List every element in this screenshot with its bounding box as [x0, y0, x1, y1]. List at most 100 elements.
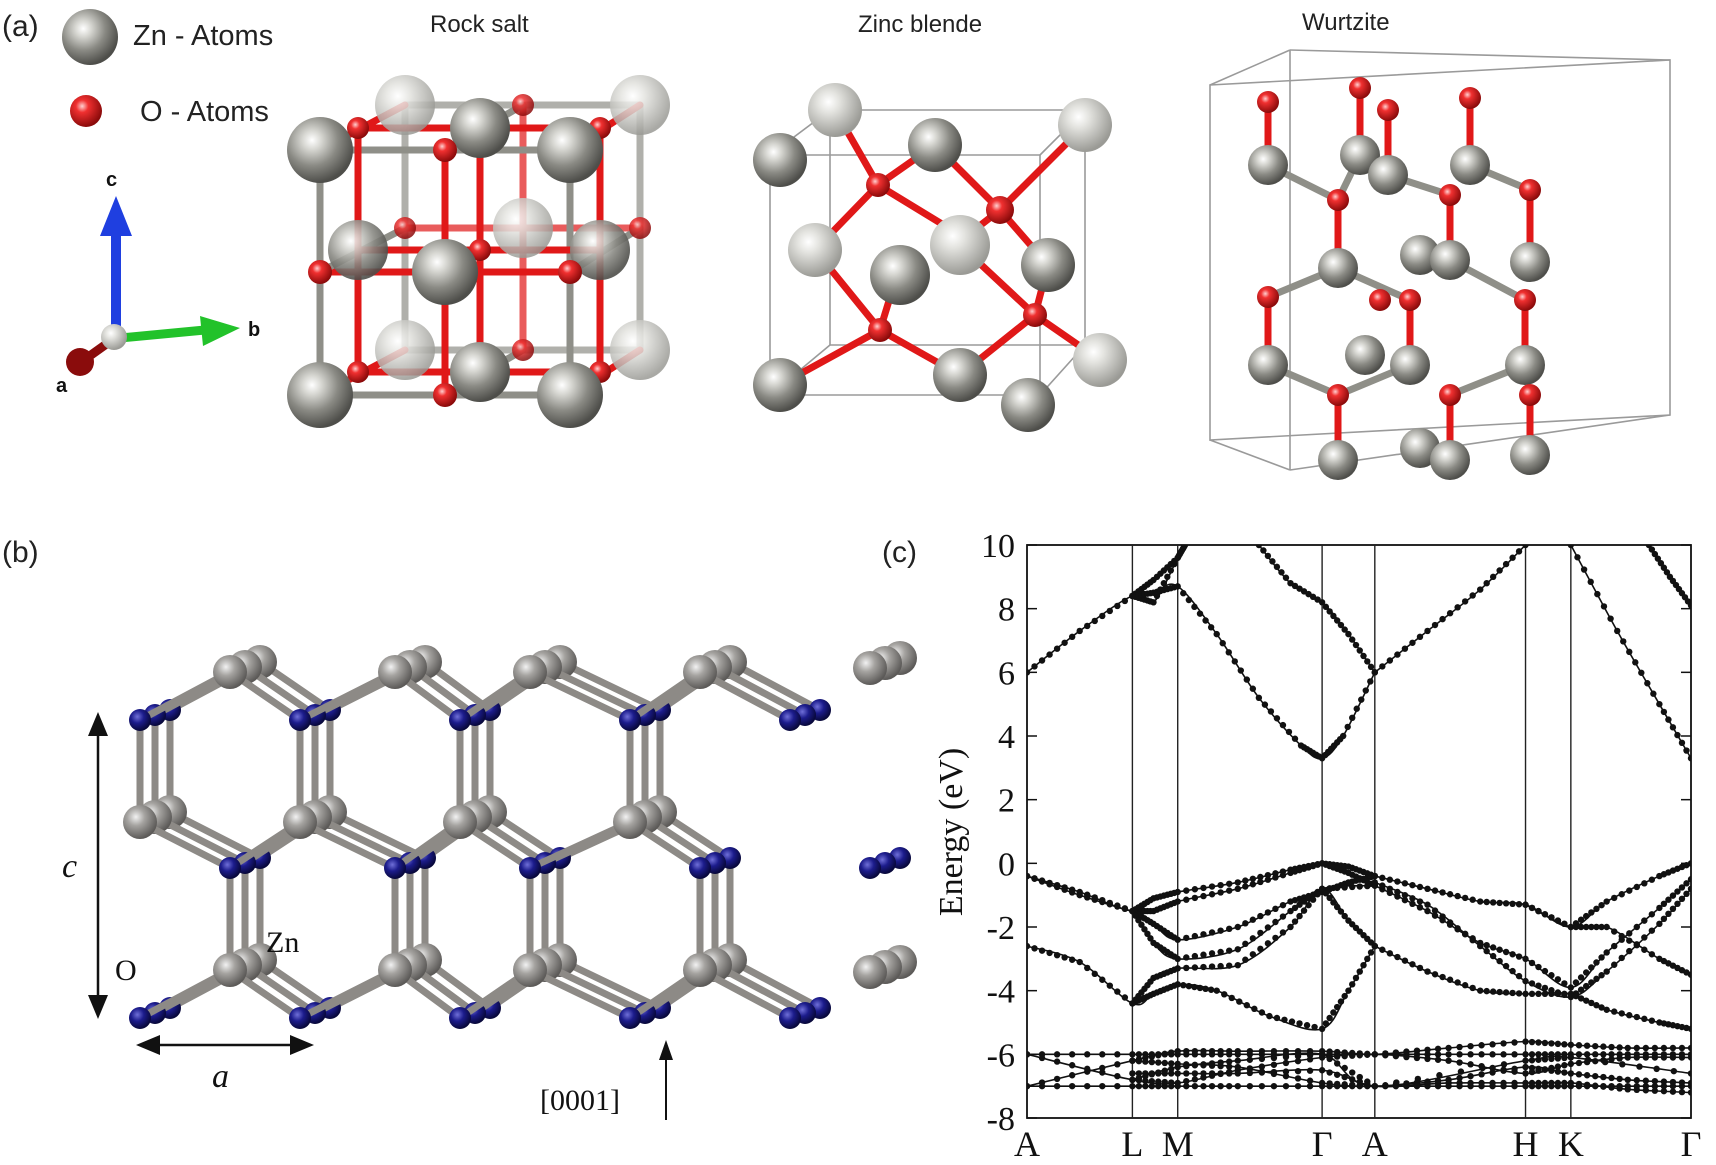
band-point: [1291, 904, 1299, 912]
band-point: [1147, 935, 1154, 942]
band-point: [1577, 995, 1585, 1002]
band-point: [1618, 932, 1625, 940]
band-point: [1027, 942, 1031, 950]
band-point: [1567, 923, 1575, 931]
band-point: [1236, 998, 1243, 1005]
structure-title-wurtzite: Wurtzite: [1302, 9, 1390, 36]
band-point: [1161, 1078, 1168, 1086]
band-point: [1255, 545, 1263, 549]
band-point: [1031, 663, 1038, 670]
band-point: [1651, 1082, 1659, 1090]
band-point: [1031, 875, 1038, 882]
band-point: [1242, 940, 1249, 948]
band-point: [1291, 918, 1299, 925]
band-point: [1548, 1067, 1555, 1074]
band-point: [1148, 1077, 1156, 1085]
x-tick-label: Γ: [1681, 1124, 1702, 1164]
band-point: [1068, 956, 1076, 963]
band-point: [1678, 1079, 1686, 1086]
band-point: [1279, 871, 1287, 879]
band-point: [1500, 1051, 1507, 1058]
band-point: [1454, 604, 1461, 611]
band-point: [1548, 1079, 1555, 1087]
band-point: [1642, 1044, 1650, 1052]
y-tick-label: 6: [998, 655, 1015, 692]
band-point: [1496, 567, 1503, 574]
band-point: [1264, 871, 1272, 879]
zincblende-structure: [753, 83, 1127, 432]
panel-c-label: (c): [882, 536, 917, 569]
band-point: [1356, 1073, 1363, 1081]
band-point: [1600, 603, 1608, 610]
band-point: [1572, 979, 1580, 986]
band-point: [1678, 895, 1686, 903]
band-point: [1509, 967, 1516, 975]
band-point: [1053, 883, 1061, 891]
band-point: [1287, 907, 1294, 915]
band-point: [1185, 982, 1193, 990]
band-point: [1600, 1073, 1607, 1081]
band-point: [1561, 1062, 1568, 1069]
band-point: [1648, 1017, 1656, 1024]
band-point: [1337, 998, 1345, 1005]
band-point: [1394, 893, 1401, 900]
band-point: [1068, 1072, 1076, 1079]
band-point: [1294, 1057, 1302, 1065]
band-point: [1567, 1041, 1575, 1048]
band-point: [1279, 901, 1287, 909]
band-point: [1535, 1065, 1542, 1073]
band-point: [1349, 1081, 1356, 1089]
band-point: [1231, 658, 1238, 665]
band-point: [1257, 878, 1264, 886]
band-point: [1270, 1082, 1278, 1090]
band-point: [1626, 937, 1633, 944]
band-point: [1572, 992, 1580, 1000]
band-point: [1500, 1067, 1507, 1074]
band-point: [1046, 949, 1053, 957]
band-point: [1200, 931, 1207, 938]
band-line: [1132, 1052, 1691, 1087]
y-tick-label: 0: [998, 846, 1015, 883]
band-point: [1121, 597, 1129, 605]
band-point: [1183, 964, 1190, 972]
band-point: [1168, 1079, 1175, 1086]
band-point: [1588, 923, 1595, 931]
band-point: [1665, 910, 1672, 918]
band-point: [1099, 612, 1106, 620]
band-point: [1364, 955, 1371, 963]
band-point: [1217, 889, 1224, 896]
band-point: [1061, 886, 1068, 893]
band-point: [1142, 1082, 1149, 1090]
band-point: [1129, 1076, 1136, 1084]
band-point: [1326, 885, 1333, 892]
band-point: [1121, 905, 1129, 913]
band-point: [1535, 990, 1542, 998]
band-point: [1394, 651, 1401, 658]
band-point: [1515, 990, 1523, 997]
band-point: [1434, 1056, 1442, 1063]
band-point: [1314, 891, 1321, 898]
band-point: [1439, 913, 1446, 920]
band-point: [1669, 724, 1677, 731]
band-point: [1379, 874, 1386, 882]
band-point: [1341, 884, 1348, 891]
band-point: [1217, 927, 1224, 934]
band-point: [1294, 1075, 1302, 1082]
band-point: [1674, 731, 1681, 739]
band-point: [1665, 896, 1672, 903]
band-point: [1174, 1063, 1181, 1071]
band-point: [1489, 1069, 1496, 1076]
band-point: [1618, 1010, 1625, 1017]
band-point: [1148, 1058, 1156, 1066]
band-point: [1461, 598, 1469, 605]
band-point: [1273, 1014, 1281, 1022]
band-point: [1264, 552, 1272, 560]
band-point: [1202, 617, 1209, 624]
band-point: [1349, 636, 1356, 643]
band-point: [1413, 1047, 1421, 1054]
band-point: [1288, 1018, 1296, 1025]
band-point: [1594, 590, 1601, 598]
band-point: [1114, 1061, 1121, 1068]
band-point: [1258, 1055, 1266, 1063]
band-point: [1282, 1053, 1290, 1061]
